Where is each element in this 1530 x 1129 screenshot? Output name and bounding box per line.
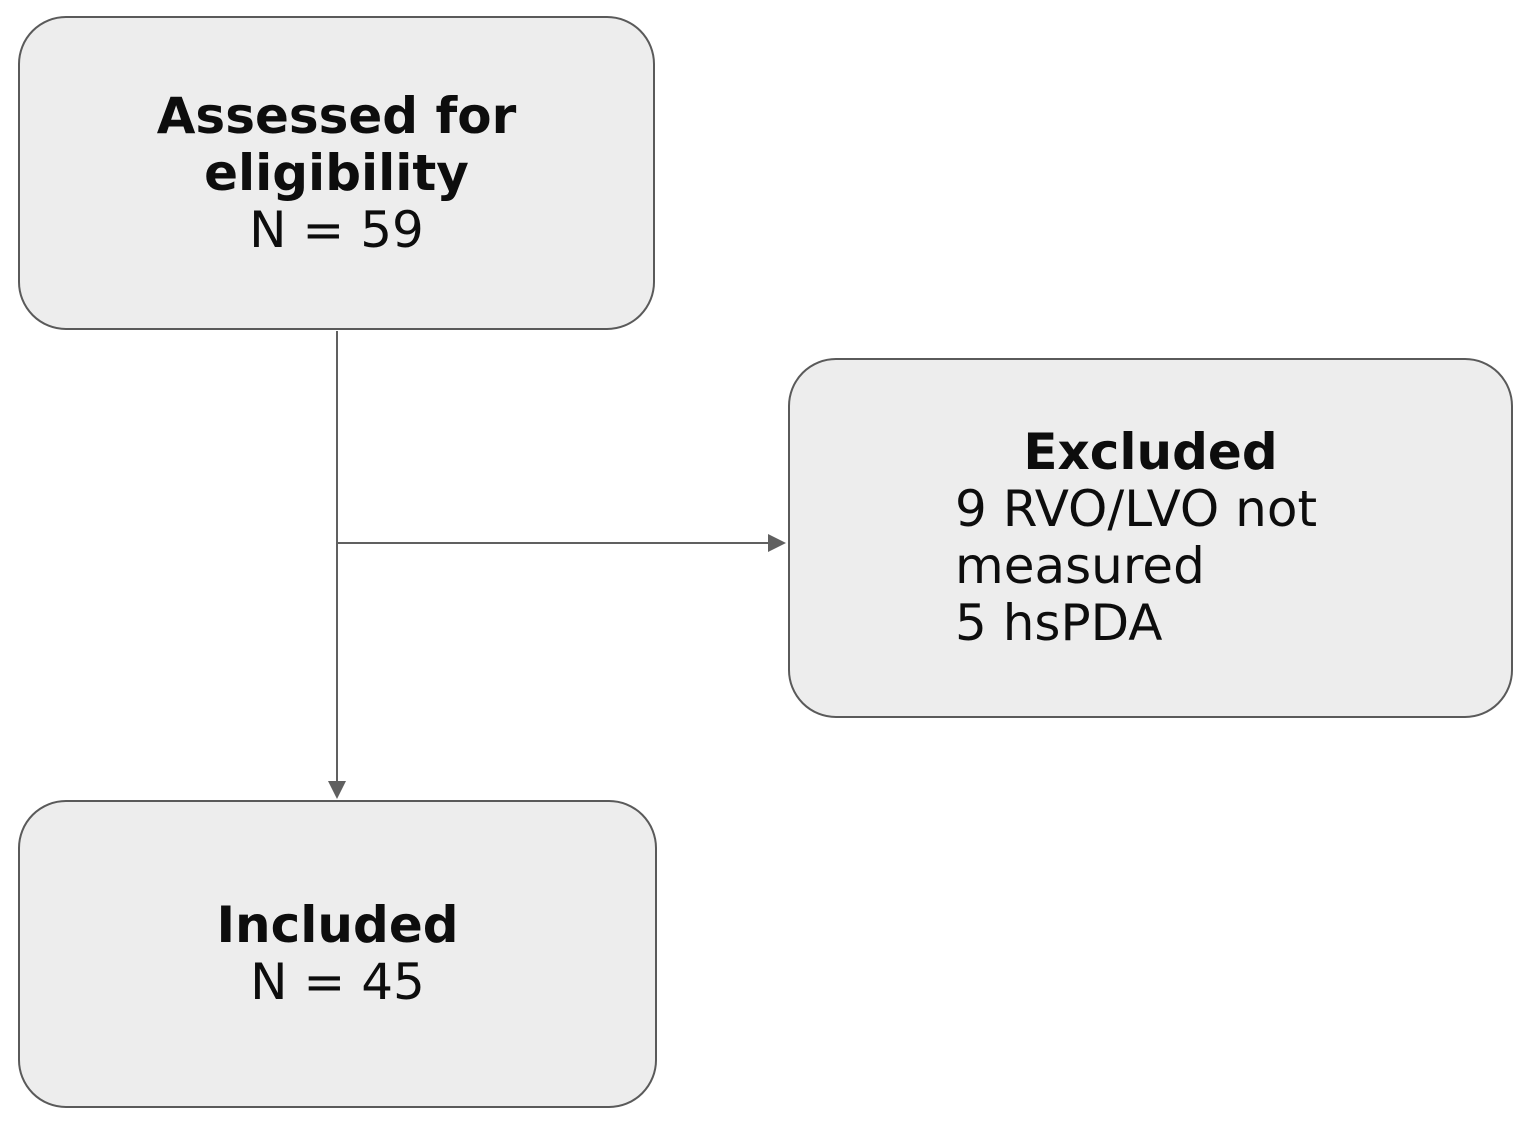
node-assessed-for-eligibility: Assessed for eligibility N = 59 <box>18 16 655 330</box>
node-title: Assessed for eligibility <box>156 86 517 202</box>
exclusion-reason: 9 RVO/LVO not measured <box>955 480 1318 595</box>
exclusion-reasons: 9 RVO/LVO not measured 5 hsPDA <box>955 481 1375 652</box>
edge-assessed-to-included-line <box>336 331 338 781</box>
edge-assessed-to-excluded-line <box>338 542 768 544</box>
node-title: Included <box>216 896 459 954</box>
node-count: N = 45 <box>250 953 425 1011</box>
arrow-down-icon <box>328 781 346 799</box>
node-excluded: Excluded 9 RVO/LVO not measured 5 hsPDA <box>788 358 1513 718</box>
exclusion-reason: 5 hsPDA <box>955 594 1163 652</box>
arrow-right-icon <box>768 534 786 552</box>
node-count: N = 59 <box>249 200 424 259</box>
node-title: Excluded <box>1023 423 1278 481</box>
node-included: Included N = 45 <box>18 800 657 1108</box>
